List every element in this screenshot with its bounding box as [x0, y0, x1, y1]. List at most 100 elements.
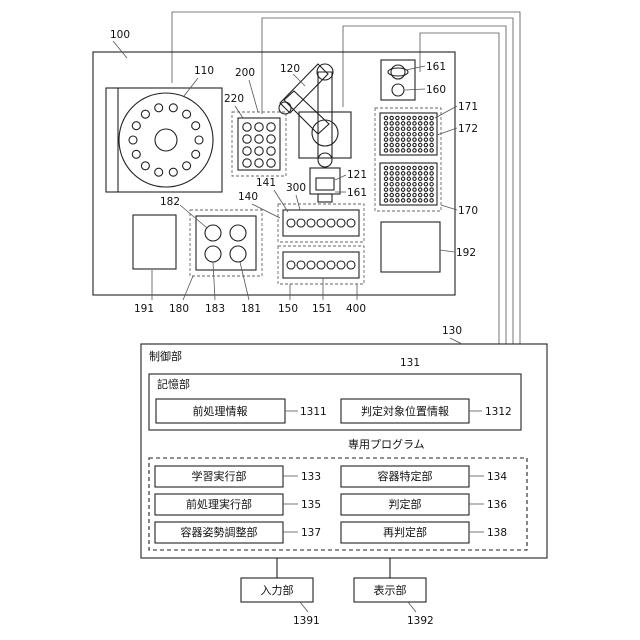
plate-well [424, 127, 427, 130]
rack-hole [243, 135, 251, 143]
plate-stack: 171 172 170 [375, 101, 478, 217]
pre-item-ref-181: 181 [241, 303, 261, 315]
rack-hole [267, 135, 275, 143]
program-item-ref: 135 [301, 499, 321, 511]
plate-well [419, 138, 422, 141]
plate-well [419, 133, 422, 136]
plate-well [407, 133, 410, 136]
plate-well [396, 138, 399, 141]
turntable-hole [169, 104, 177, 112]
apparatus-ref: 100 [110, 29, 130, 41]
plate-well [390, 138, 393, 141]
storage-item-label: 判定対象位置情報 [361, 404, 449, 418]
tray-hole [307, 261, 315, 269]
plate-well [401, 188, 404, 191]
turntable-hole [183, 162, 191, 170]
program-item-ref: 134 [487, 471, 507, 483]
tray-top: 140 141 300 [238, 177, 364, 242]
plate-well [407, 143, 410, 146]
plate-well [424, 143, 427, 146]
control-unit: 制御部 130 記憶部 131 前処理情報 1311 判定対象位置情報 1312… [141, 325, 547, 558]
signal-wires [172, 12, 520, 344]
plate-well [424, 133, 427, 136]
plate-well [430, 183, 433, 186]
plate-well [413, 177, 416, 180]
plate-well [419, 183, 422, 186]
io-units: 入力部 1391 表示部 1392 [241, 558, 434, 627]
plate-well [390, 188, 393, 191]
sample-rack: 200 220 [224, 67, 286, 176]
plate-well [396, 166, 399, 169]
rack-ref: 200 [235, 67, 255, 79]
plate-well [384, 188, 387, 191]
plate-well [396, 177, 399, 180]
tray-hole [347, 261, 355, 269]
plate-well [424, 149, 427, 152]
turntable-hole [141, 110, 149, 118]
storage-item-ref: 1311 [300, 406, 327, 418]
storage-title: 記憶部 [157, 377, 190, 391]
plate-ref-3: 170 [458, 205, 478, 217]
plate-well [430, 122, 433, 125]
input-unit-label: 入力部 [261, 583, 294, 597]
tray-top-ref: 300 [286, 182, 306, 194]
program-item-label: 容器特定部 [378, 469, 433, 483]
rack-hole [243, 159, 251, 167]
plate-well [390, 143, 393, 146]
plate-well [430, 127, 433, 130]
plate-well [424, 183, 427, 186]
plate-well [384, 177, 387, 180]
plate-well [419, 143, 422, 146]
turntable-hole [169, 168, 177, 176]
plate-well [407, 166, 410, 169]
plate-well [396, 116, 399, 119]
plate-well [384, 166, 387, 169]
hand-ref: 121 [347, 169, 367, 181]
pre-unit-ref: 180 [169, 303, 189, 315]
plate-well [396, 183, 399, 186]
plate-well [390, 166, 393, 169]
plate-well [407, 177, 410, 180]
tray-bottom-ref-400: 400 [346, 303, 366, 315]
plate-well [419, 193, 422, 196]
rack-hole [243, 147, 251, 155]
rack-inner-ref: 220 [224, 93, 244, 105]
turntable-ref: 110 [194, 65, 214, 77]
turntable-hole [183, 110, 191, 118]
tray-hole [317, 219, 325, 227]
plate-well [430, 177, 433, 180]
plate-well [413, 193, 416, 196]
plate-well [396, 133, 399, 136]
plate-well [419, 172, 422, 175]
plate-well [413, 133, 416, 136]
plate-well [390, 199, 393, 202]
plate-well [396, 122, 399, 125]
plate-well [396, 149, 399, 152]
display-unit-ref: 1392 [407, 615, 434, 627]
plate-well [396, 193, 399, 196]
plate-well [401, 127, 404, 130]
pre-item-ref-182: 182 [160, 196, 180, 208]
plate-well [430, 188, 433, 191]
tray-hole [297, 261, 305, 269]
turntable: 110 [106, 65, 222, 192]
plate-well [413, 138, 416, 141]
plate-well [413, 188, 416, 191]
storage-item-label: 前処理情報 [193, 404, 248, 418]
tray-top-inner-ref: 141 [256, 177, 276, 189]
rack-hole [255, 135, 263, 143]
plate-well [396, 199, 399, 202]
program-item-label: 容器姿勢調整部 [181, 525, 258, 539]
plate-well [430, 172, 433, 175]
plate-well [396, 172, 399, 175]
program-item-label: 前処理実行部 [186, 497, 252, 511]
plate-well [419, 188, 422, 191]
rack-hole [255, 159, 263, 167]
turntable-hole [155, 168, 163, 176]
tray-hole [317, 261, 325, 269]
program-item-label: 判定部 [389, 497, 422, 511]
plate-well [413, 172, 416, 175]
storage-ref: 131 [400, 357, 420, 369]
plate-well [384, 122, 387, 125]
cam-ref-3: 161 [347, 187, 367, 199]
